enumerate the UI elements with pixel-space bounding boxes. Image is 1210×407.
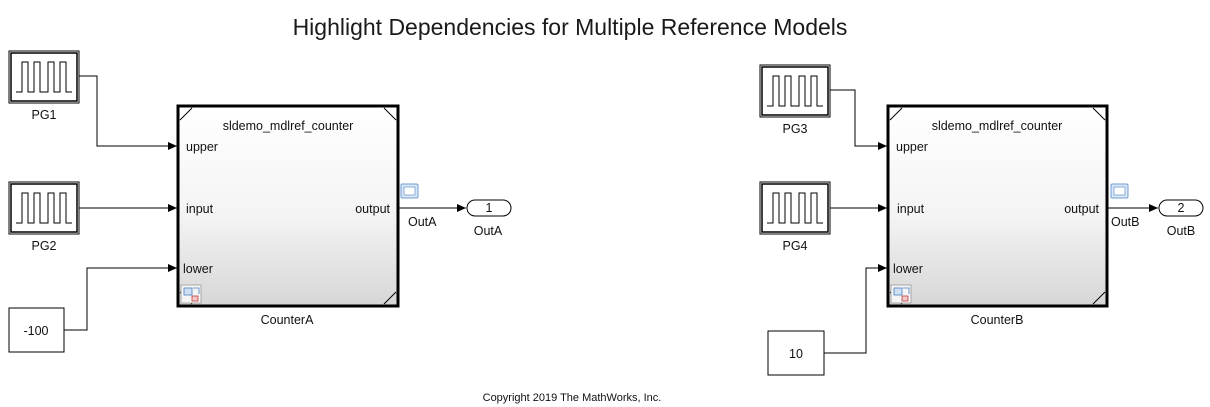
pulse-generator-block[interactable]: PG3 <box>759 64 831 136</box>
outport-block[interactable]: 1 <box>466 199 512 217</box>
pulse-generator-block[interactable]: PG2 <box>8 181 80 253</box>
subsystem-group-b: PG3 PG4 10 sldemo_mdlref_counter upper i… <box>759 64 1204 376</box>
block-corner-mark <box>889 107 903 121</box>
port-label-input: input <box>186 202 214 216</box>
signal-logging-icon[interactable] <box>400 183 419 199</box>
signal-label: OutA <box>408 215 437 229</box>
outport-name: OutB <box>1167 224 1196 238</box>
block-corner-mark <box>1092 291 1106 305</box>
diagram-title: Highlight Dependencies for Multiple Refe… <box>293 14 848 40</box>
pulse-generator-block[interactable]: PG1 <box>8 50 80 122</box>
wire-pg1-to-upper <box>79 75 177 150</box>
block-corner-mark <box>179 107 193 121</box>
constant-value: -100 <box>23 324 48 338</box>
port-label-upper: upper <box>896 140 928 154</box>
pulse-generator-label: PG3 <box>782 122 807 136</box>
constant-block[interactable]: 10 <box>767 330 825 376</box>
wire-pg3-to-upper <box>830 89 887 150</box>
signal-label: OutB <box>1111 215 1140 229</box>
port-label-upper: upper <box>186 140 218 154</box>
referenced-model-name: sldemo_mdlref_counter <box>223 119 354 133</box>
referenced-model-name: sldemo_mdlref_counter <box>932 119 1063 133</box>
port-label-lower: lower <box>183 262 213 276</box>
port-label-output: output <box>1064 202 1099 216</box>
port-label-input: input <box>897 202 925 216</box>
block-corner-mark <box>383 107 397 121</box>
wire-constant-to-lower <box>64 264 177 331</box>
signal-logging-icon[interactable] <box>1110 183 1129 199</box>
pulse-generator-block[interactable]: PG4 <box>759 181 831 253</box>
pulse-generator-label: PG1 <box>31 108 56 122</box>
model-reference-block[interactable]: sldemo_mdlref_counter upper input lower … <box>176 104 400 308</box>
model-reference-icon <box>180 284 202 304</box>
port-label-lower: lower <box>893 262 923 276</box>
outport-block[interactable]: 2 <box>1158 199 1204 217</box>
model-block-name: CounterA <box>261 313 314 327</box>
outport-number: 1 <box>486 201 493 215</box>
pulse-generator-label: PG4 <box>782 239 807 253</box>
constant-block[interactable]: -100 <box>8 307 65 353</box>
outport-name: OutA <box>474 224 503 238</box>
model-block-name: CounterB <box>971 313 1024 327</box>
block-corner-mark <box>383 291 397 305</box>
port-label-output: output <box>355 202 390 216</box>
wire-constant-to-lower <box>824 264 887 354</box>
subsystem-group-a: PG1 PG2 -100 sldemo_mdlref_counter upper… <box>8 50 512 353</box>
copyright-notice: Copyright 2019 The MathWorks, Inc. <box>483 392 662 404</box>
pulse-generator-label: PG2 <box>31 239 56 253</box>
block-corner-mark <box>1092 107 1106 121</box>
constant-value: 10 <box>789 347 803 361</box>
model-reference-icon <box>890 284 912 304</box>
model-reference-block[interactable]: sldemo_mdlref_counter upper input lower … <box>886 104 1109 308</box>
outport-number: 2 <box>1178 201 1185 215</box>
